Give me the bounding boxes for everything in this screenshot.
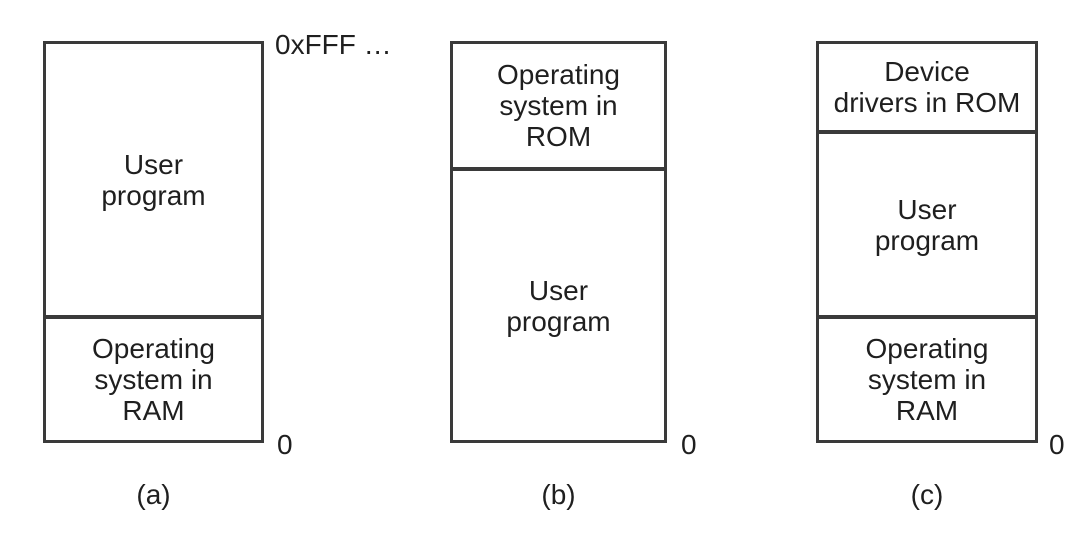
region-os-in-ram: Operating system in RAM xyxy=(819,315,1035,440)
address-label-top: 0xFFF … xyxy=(275,29,392,60)
address-label-zero-a: 0 xyxy=(277,429,293,460)
region-device-drivers-in-rom: Device drivers in ROM xyxy=(833,56,1021,118)
region-os-in-ram: Operating system in RAM xyxy=(46,315,261,440)
panel-caption-c: (c) xyxy=(910,479,944,510)
region-user-program: User program xyxy=(819,130,1035,315)
address-label-zero-c: 0 xyxy=(1049,429,1065,460)
panel-caption-b: (b) xyxy=(541,479,576,510)
memory-box-c: Device drivers in ROM User program Opera… xyxy=(816,41,1038,443)
address-label-zero-b: 0 xyxy=(681,429,697,460)
region-os-in-rom: Operating system in ROM xyxy=(497,59,620,152)
region-user-program: User program xyxy=(453,167,664,440)
region-user-program: User program xyxy=(101,148,206,211)
memory-box-a: User program Operating system in RAM xyxy=(43,41,264,443)
panel-caption-a: (a) xyxy=(136,479,171,510)
memory-box-b: Operating system in ROM User program xyxy=(450,41,667,443)
